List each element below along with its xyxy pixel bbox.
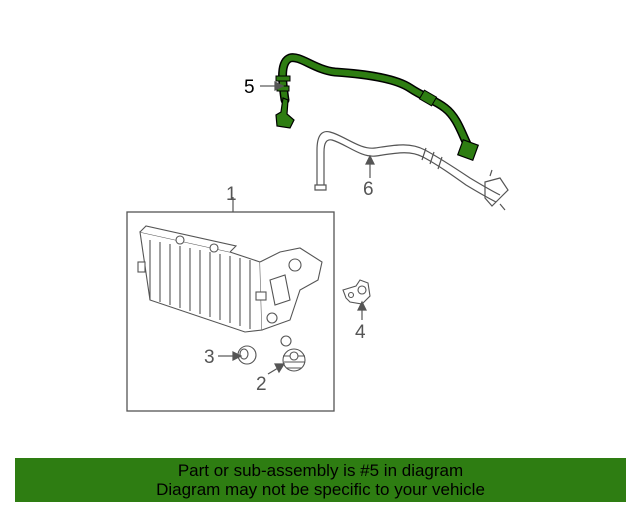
callout-6: 6 bbox=[363, 179, 374, 200]
part-1-cooler-assembly[interactable] bbox=[126, 197, 335, 412]
info-banner: Part or sub-assembly is #5 in diagram Di… bbox=[15, 458, 626, 502]
part-4-bracket[interactable] bbox=[342, 279, 371, 305]
callout-5: 5 bbox=[244, 77, 255, 98]
callout-1: 1 bbox=[226, 184, 237, 205]
callout-4: 4 bbox=[355, 322, 366, 343]
part-5-hose[interactable] bbox=[275, 53, 480, 162]
banner-line-2: Diagram may not be specific to your vehi… bbox=[156, 480, 485, 499]
callout-leaders bbox=[218, 81, 375, 375]
callout-3: 3 bbox=[204, 347, 215, 368]
part-3-plug[interactable] bbox=[237, 345, 257, 365]
banner-line-1: Part or sub-assembly is #5 in diagram bbox=[177, 461, 464, 480]
part-2-filter[interactable] bbox=[280, 335, 306, 372]
callout-2: 2 bbox=[256, 374, 267, 395]
part-6-hose[interactable] bbox=[314, 130, 509, 211]
